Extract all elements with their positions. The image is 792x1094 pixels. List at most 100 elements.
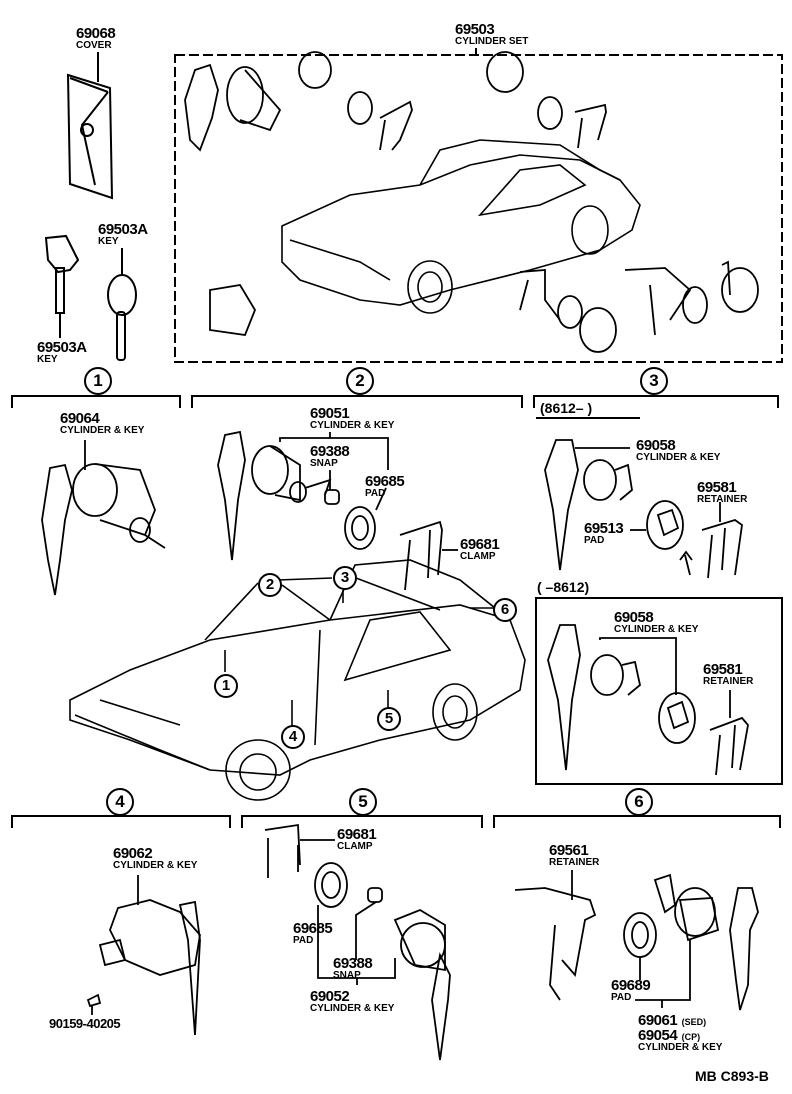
- car-callout-1: 1: [214, 674, 238, 698]
- variant-new-range: (8612– ): [540, 400, 593, 416]
- part-number: 69061: [638, 1012, 678, 1029]
- cylinder-set-frame: [174, 54, 783, 363]
- part-label-69388: 69388 SNAP: [310, 443, 350, 469]
- part-label-90159-40205: 90159-40205: [49, 1016, 121, 1031]
- part-label-69062: 69062 CYLINDER & KEY: [113, 846, 197, 871]
- part-label-69503: 69503 CYLINDER SET: [455, 22, 528, 47]
- s4-parts-drawing: [86, 875, 201, 1036]
- part-number: 69681: [337, 826, 377, 843]
- part-label-69064: 69064 CYLINDER & KEY: [60, 411, 144, 436]
- part-label-69054: 69054 (CP): [638, 1028, 700, 1044]
- part-label-69685-s5: 69685 PAD: [293, 920, 333, 946]
- part-label-69052: 69052 CYLINDER & KEY: [310, 989, 394, 1014]
- part-number: 69513: [584, 520, 624, 537]
- part-number: 69681: [460, 536, 500, 553]
- part-number: 69503A: [37, 339, 87, 356]
- part-name: CYLINDER & KEY: [614, 624, 699, 635]
- part-number: 69685: [365, 473, 405, 490]
- part-variant: (SED): [681, 1017, 707, 1027]
- key-right-drawing: [107, 248, 137, 361]
- part-label-69513: 69513 PAD: [584, 520, 624, 546]
- part-number: 69581: [697, 479, 737, 496]
- part-label-69503a-left: 69503A KEY: [37, 340, 87, 365]
- part-number: 69689: [611, 977, 651, 994]
- section-brackets: [11, 395, 783, 828]
- part-label-69581: 69581 RETAINER: [697, 480, 747, 505]
- part-name: CYLINDER & KEY: [310, 420, 395, 431]
- car-callout-4: 4: [281, 725, 305, 749]
- part-name: CYLINDER & KEY: [636, 452, 721, 463]
- part-label-69058-old: 69058 CYLINDER & KEY: [614, 610, 698, 635]
- part-label-69503a-right: 69503A KEY: [98, 222, 148, 247]
- part-label-69068: 69068 COVER: [76, 25, 116, 51]
- part-label-69051: 69051 CYLINDER & KEY: [310, 406, 394, 431]
- drawing-code: MB C893-B: [695, 1068, 769, 1084]
- part-name: PAD: [293, 935, 314, 946]
- part-number: 69054: [638, 1027, 678, 1044]
- part-number: 69052: [310, 988, 350, 1005]
- cylinder-set-parts: [184, 51, 759, 353]
- part-variant: (CP): [681, 1032, 701, 1042]
- part-number: 69058: [636, 437, 676, 454]
- section-marker-5: 5: [349, 788, 377, 816]
- part-number: 69058: [614, 609, 654, 626]
- part-number: 69388: [310, 443, 350, 460]
- part-number: 69581: [703, 661, 743, 678]
- part-name: CLAMP: [337, 841, 373, 852]
- part-label-69581-old: 69581 RETAINER: [703, 662, 753, 687]
- part-number: 69051: [310, 405, 350, 422]
- part-label-69681: 69681 CLAMP: [460, 536, 500, 562]
- part-name: RETAINER: [703, 676, 754, 687]
- part-number: 69062: [113, 845, 153, 862]
- part-label-69685: 69685 PAD: [365, 473, 405, 499]
- car-callout-5: 5: [377, 707, 401, 731]
- variant-old-range: ( –8612): [537, 579, 590, 595]
- part-number: 69064: [60, 410, 100, 427]
- part-number: 69068: [76, 25, 116, 42]
- part-name: CYLINDER & KEY: [113, 860, 198, 871]
- part-label-69058: 69058 CYLINDER & KEY: [636, 438, 720, 463]
- section-marker-4: 4: [106, 788, 134, 816]
- variant-old-frame: [535, 597, 783, 785]
- section-marker-2: 2: [346, 367, 374, 395]
- s1-cylinder-drawing: [41, 440, 166, 596]
- part-label-69061: 69061 (SED): [638, 1013, 706, 1029]
- part-name: CYLINDER SET: [455, 36, 529, 47]
- part-name: SNAP: [310, 458, 338, 469]
- part-label-69388-s5: 69388 SNAP: [333, 955, 373, 981]
- part-name: KEY: [98, 236, 119, 247]
- section-marker-1: 1: [84, 367, 112, 395]
- part-name: CLAMP: [460, 551, 496, 562]
- s5-parts-drawing: [264, 823, 451, 1061]
- part-name: PAD: [584, 535, 605, 546]
- part-name: KEY: [37, 354, 58, 365]
- section-marker-6: 6: [625, 788, 653, 816]
- part-number: 69561: [549, 842, 589, 859]
- car-callout-2: 2: [258, 573, 282, 597]
- part-number: 90159-40205: [49, 1016, 121, 1031]
- top-car-drawing: [281, 139, 641, 314]
- part-name: RETAINER: [697, 494, 748, 505]
- middle-car-drawing: [69, 559, 526, 801]
- part-number: 69503A: [98, 221, 148, 238]
- part-number: 69685: [293, 920, 333, 937]
- car-callout-6: 6: [493, 598, 517, 622]
- part-number: 69388: [333, 955, 373, 972]
- section-marker-3: 3: [640, 367, 668, 395]
- cover-drawing: [66, 52, 114, 200]
- part-name: PAD: [365, 488, 386, 499]
- part-name: CYLINDER & KEY: [60, 425, 145, 436]
- part-name: CYLINDER & KEY: [310, 1003, 395, 1014]
- part-name: SNAP: [333, 970, 361, 981]
- car-callout-3: 3: [333, 566, 357, 590]
- part-name: RETAINER: [549, 857, 600, 868]
- s6-parts-drawing: [514, 870, 759, 1011]
- key-left-drawing: [44, 234, 80, 338]
- part-label-69561: 69561 RETAINER: [549, 843, 599, 868]
- part-label-69689: 69689 PAD: [611, 977, 651, 1003]
- part-label-cylinder-key-s6: CYLINDER & KEY: [638, 1043, 722, 1053]
- part-name: CYLINDER & KEY: [638, 1042, 723, 1053]
- s3-parts-drawing: [544, 439, 749, 776]
